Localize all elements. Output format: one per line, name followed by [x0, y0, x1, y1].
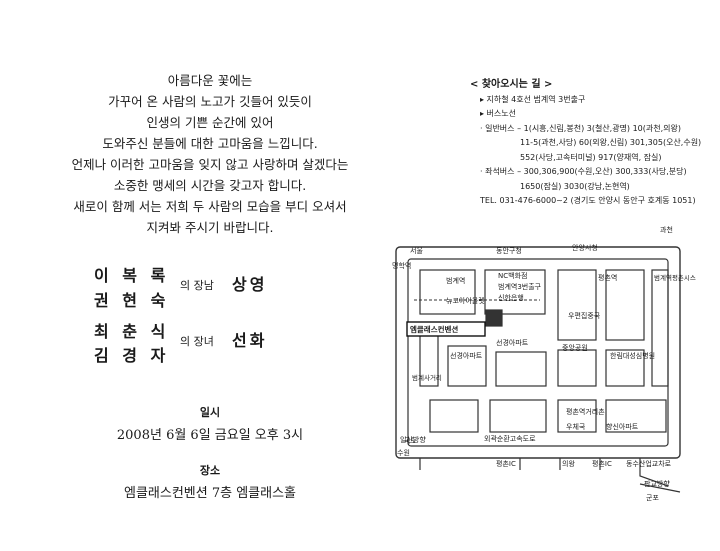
contact-line: TEL. 031-476-6000~2 (경기도 안양시 동안구 호계동 105… — [480, 196, 696, 205]
bride-mother: 김 경 자 — [94, 346, 170, 365]
map-block — [605, 399, 667, 433]
groom-mother: 권 현 숙 — [94, 291, 170, 310]
label-woocheguk: 우체국 — [566, 423, 586, 431]
label-myeonghak: 명학역 — [392, 261, 411, 270]
label-mclass: 엠클래스컨벤션 — [410, 324, 458, 334]
label-gwacheon: 과천 — [660, 225, 673, 234]
bus-seat-line: · 좌석버스 – 300,306,900(수원,오산) 300,333(사당,분… — [480, 167, 687, 176]
label-pyeongchon-ic-2: 평촌IC — [592, 459, 612, 468]
label-pyeongchon-ic-1: 평촌IC — [496, 459, 516, 468]
groom-name: 상영 — [232, 275, 268, 294]
poem-line: 새로이 함께 서는 저희 두 사람의 모습을 부디 오셔서 — [73, 199, 347, 214]
label-dongan-gu: 동안구청 — [496, 246, 522, 255]
label-anyang-city: 안양시청 — [572, 243, 598, 252]
label-beomgye-exit: 범계역3번출구 — [498, 282, 542, 291]
label-ilsan: 일산방향 — [400, 435, 426, 444]
venue-building-marker — [485, 309, 503, 327]
label-beomgye-station: 범계역 — [446, 276, 465, 285]
bus-regular-line: · 일반버스 – 1(시흥,신림,봉천) 3(철산,광명) 10(과천,의왕) — [480, 123, 681, 133]
venue-label-box — [406, 321, 486, 337]
bride-name: 선화 — [232, 331, 268, 350]
map-block — [605, 349, 645, 387]
map-road-outline — [395, 246, 681, 459]
map-block — [495, 351, 547, 387]
label-dongsu: 동수산업교차로 — [626, 459, 672, 468]
label-nc: NC백화점 — [498, 271, 527, 280]
map-road-exit — [519, 458, 669, 487]
directions: < 찾아오시는 길 > ▸ 지하철 4호선 범계역 3번출구 ▸ 버스노선 · … — [470, 78, 701, 209]
map-block — [447, 345, 487, 387]
place-value: 엠클래스컨벤션 7층 엠클래스홀 — [123, 486, 297, 501]
map-block — [557, 399, 597, 433]
bus-seat-line: 1650(잠실) 3030(강남,논현역) — [520, 181, 630, 191]
label-beomgye-sageori: 범계사거리 — [412, 373, 442, 382]
label-outer-ring: 외곽순환고속도로 — [484, 434, 536, 443]
poem-line: 도와주신 분들에 대한 고마움을 느낍니다. — [102, 136, 318, 151]
bus-heading: ▸ 버스노선 — [480, 109, 516, 118]
bus-regular-line: 11-5(과천,사당) 60(외왕,신림) 301,305(오산,수원) — [520, 138, 702, 147]
bride-father: 최 춘 식 — [94, 322, 170, 341]
place-label: 장소 — [199, 464, 221, 477]
map-block — [489, 399, 547, 433]
label-pangyo: 판교방향 — [644, 479, 670, 488]
map-block — [605, 269, 645, 341]
label-post-office: 우편집중국 — [568, 311, 601, 320]
label-seonkyung-road: 선경아파트 — [496, 338, 529, 347]
bride-relation: 의 장녀 — [180, 335, 214, 348]
poem-line: 소중한 맹세의 시간을 갖고자 합니다. — [113, 178, 307, 193]
label-suwon: 수원 — [397, 448, 410, 457]
poem-line: 인생의 기쁜 순간에 있어 — [146, 115, 274, 130]
datetime-value: 2008년 6월 6일 금요일 오후 3시 — [116, 428, 304, 443]
label-gukdo: 국도 — [404, 437, 417, 445]
poem-line: 지켜봐 주시기 바랍니다. — [146, 220, 274, 235]
poem-line: 언제나 이러한 고마움을 잊지 않고 사랑하며 살겠다는 — [71, 157, 349, 172]
map-road-exit — [419, 458, 681, 493]
label-seoul: 서울 — [410, 246, 423, 255]
label-hyangsin-apt: 향신아파트 — [606, 422, 639, 431]
poem-line: 가꾸어 온 사람의 노고가 깃들어 있듯이 — [108, 94, 312, 109]
label-sports-park: 범계역평촌시스 — [654, 273, 696, 282]
datetime-label: 일시 — [199, 406, 221, 419]
poem-line: 아름다운 꽃에는 — [167, 73, 253, 88]
map-blocks — [395, 246, 681, 493]
label-seonkyung-apt: 선경아파트 — [450, 351, 483, 360]
map-block — [429, 399, 479, 433]
map-block — [484, 269, 546, 315]
map-block — [419, 269, 476, 315]
label-pyeongchon-station: 평촌역 — [598, 273, 617, 282]
label-hallym: 한림대성심병원 — [610, 351, 655, 360]
subway-line: ▸ 지하철 4호선 범계역 3번출구 — [480, 94, 586, 104]
invitation-message: 아름다운 꽃에는 가꾸어 온 사람의 노고가 깃들어 있듯이 인생의 기쁜 순간… — [40, 70, 380, 238]
groom-relation: 의 장남 — [180, 279, 214, 292]
label-shinhan: 신한은행 — [498, 293, 524, 302]
groom-father: 이 복 록 — [94, 266, 170, 285]
map-block — [557, 349, 597, 387]
bus-regular-line: 552(사당,고속터미널) 917(양재역, 잠실) — [520, 152, 662, 162]
label-uiwang: 의왕 — [562, 459, 575, 468]
directions-title: < 찾아오시는 길 > — [470, 79, 553, 90]
label-central-park: 중앙공원 — [562, 343, 588, 352]
map-block — [557, 269, 597, 341]
map-block — [651, 269, 669, 387]
label-pyeongchon-sageori: 평촌역거리촌 — [566, 407, 605, 416]
label-gunpo: 군포 — [646, 494, 659, 502]
label-newcore: 뉴코아아울렛 — [446, 296, 485, 305]
